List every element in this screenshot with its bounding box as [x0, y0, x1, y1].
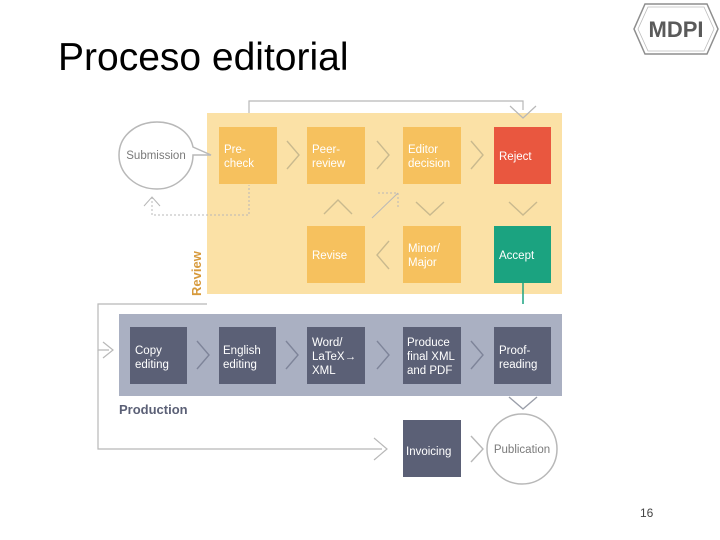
chevron-down-icon	[508, 201, 538, 216]
submission-label: Submission	[126, 150, 185, 162]
chevron-right-icon	[470, 340, 484, 370]
chevron-right-icon	[376, 340, 390, 370]
english-editing-label-line-2: editing	[223, 359, 257, 371]
mdpi-logo-text: MDPI	[649, 17, 704, 42]
peer-review-label-line-2: review	[312, 158, 346, 170]
review-to-production-line	[97, 303, 207, 351]
minor-major-label-line-2: Major	[408, 257, 437, 269]
editor-decision-label-line-1: Editor	[408, 144, 438, 156]
accept-label: Accept	[499, 250, 535, 262]
proofreading-label-line-1: Proof-	[499, 345, 530, 357]
revise-box	[307, 226, 365, 283]
produce-final-label-line-3: and PDF	[407, 365, 452, 377]
slide-title: Proceso editorial	[58, 36, 349, 79]
chevron-right-icon	[285, 340, 299, 370]
minor-major-box	[403, 226, 461, 283]
produce-final-label-line-2: final XML	[407, 351, 456, 363]
publication-circle	[486, 413, 558, 485]
copy-editing-box	[130, 327, 187, 384]
return-line-top	[248, 100, 524, 113]
english-editing-box	[219, 327, 276, 384]
word-latex-xml-label: Word/ LaTeX→ XML	[312, 337, 359, 377]
proofreading-box	[494, 327, 551, 384]
top-arrowhead	[509, 105, 537, 119]
editor-decision-label-line-2: decision	[408, 158, 450, 170]
word-latex-xml-label-line-2: LaTeX→	[312, 351, 356, 363]
resubmission-arrowhead	[143, 196, 161, 207]
precheck-label-line-1: Pre-	[224, 144, 246, 156]
chevron-up-icon	[323, 199, 353, 215]
resubmission-dashed-line	[151, 185, 250, 216]
production-section-label: Production	[119, 402, 188, 417]
minor-major-label-line-1: Minor/	[408, 243, 441, 255]
proofreading-label: Proof- reading	[499, 345, 537, 371]
revise-label: Revise	[312, 250, 347, 262]
chevron-right-icon	[196, 340, 210, 370]
precheck-box	[219, 127, 277, 184]
reject-box	[494, 127, 551, 184]
produce-final-label: Produce final XML and PDF	[407, 337, 458, 377]
english-editing-label-line-1: English	[223, 345, 261, 357]
chevron-right-icon	[286, 140, 300, 170]
chevron-right-icon	[470, 435, 484, 463]
chevron-down-icon	[415, 201, 445, 216]
precheck-label-line-2: check	[224, 158, 254, 170]
invoicing-box	[403, 420, 461, 477]
word-latex-xml-label-line-1: Word/	[312, 337, 343, 349]
editor-decision-box	[403, 127, 461, 184]
chevron-right-icon	[470, 140, 484, 170]
invoicing-arrowhead	[373, 437, 388, 461]
chevron-down-icon	[508, 396, 538, 410]
chevron-left-icon	[376, 240, 390, 270]
publication-label: Publication	[494, 444, 550, 456]
peer-review-box	[307, 127, 365, 184]
production-entry-arrowhead	[102, 341, 114, 359]
editor-decision-label: Editor decision	[408, 144, 450, 170]
submission-circle	[118, 121, 212, 190]
copy-editing-label-line-2: editing	[135, 359, 169, 371]
page-number: 16	[640, 506, 654, 520]
mdpi-logo: MDPI	[633, 3, 719, 55]
proofreading-label-line-2: reading	[499, 359, 537, 371]
word-latex-xml-box	[307, 327, 365, 384]
invoicing-path-line	[97, 350, 382, 450]
peer-review-label: Peer- review	[312, 144, 346, 170]
produce-final-label-line-1: Produce	[407, 337, 450, 349]
english-editing-label: English editing	[223, 345, 264, 371]
invoicing-label: Invoicing	[406, 446, 451, 458]
review-section-label: Review	[189, 250, 204, 296]
revise-diagonal-line	[371, 192, 399, 219]
minor-major-label: Minor/ Major	[408, 243, 443, 269]
produce-final-box	[403, 327, 461, 384]
chevron-right-icon	[376, 140, 390, 170]
reject-label: Reject	[499, 151, 532, 163]
precheck-label: Pre- check	[224, 144, 254, 170]
copy-editing-label-line-1: Copy	[135, 345, 162, 357]
copy-editing-label: Copy editing	[135, 345, 169, 371]
peer-review-label-line-1: Peer-	[312, 144, 340, 156]
word-latex-xml-label-line-3: XML	[312, 365, 336, 377]
accept-box	[494, 226, 551, 283]
